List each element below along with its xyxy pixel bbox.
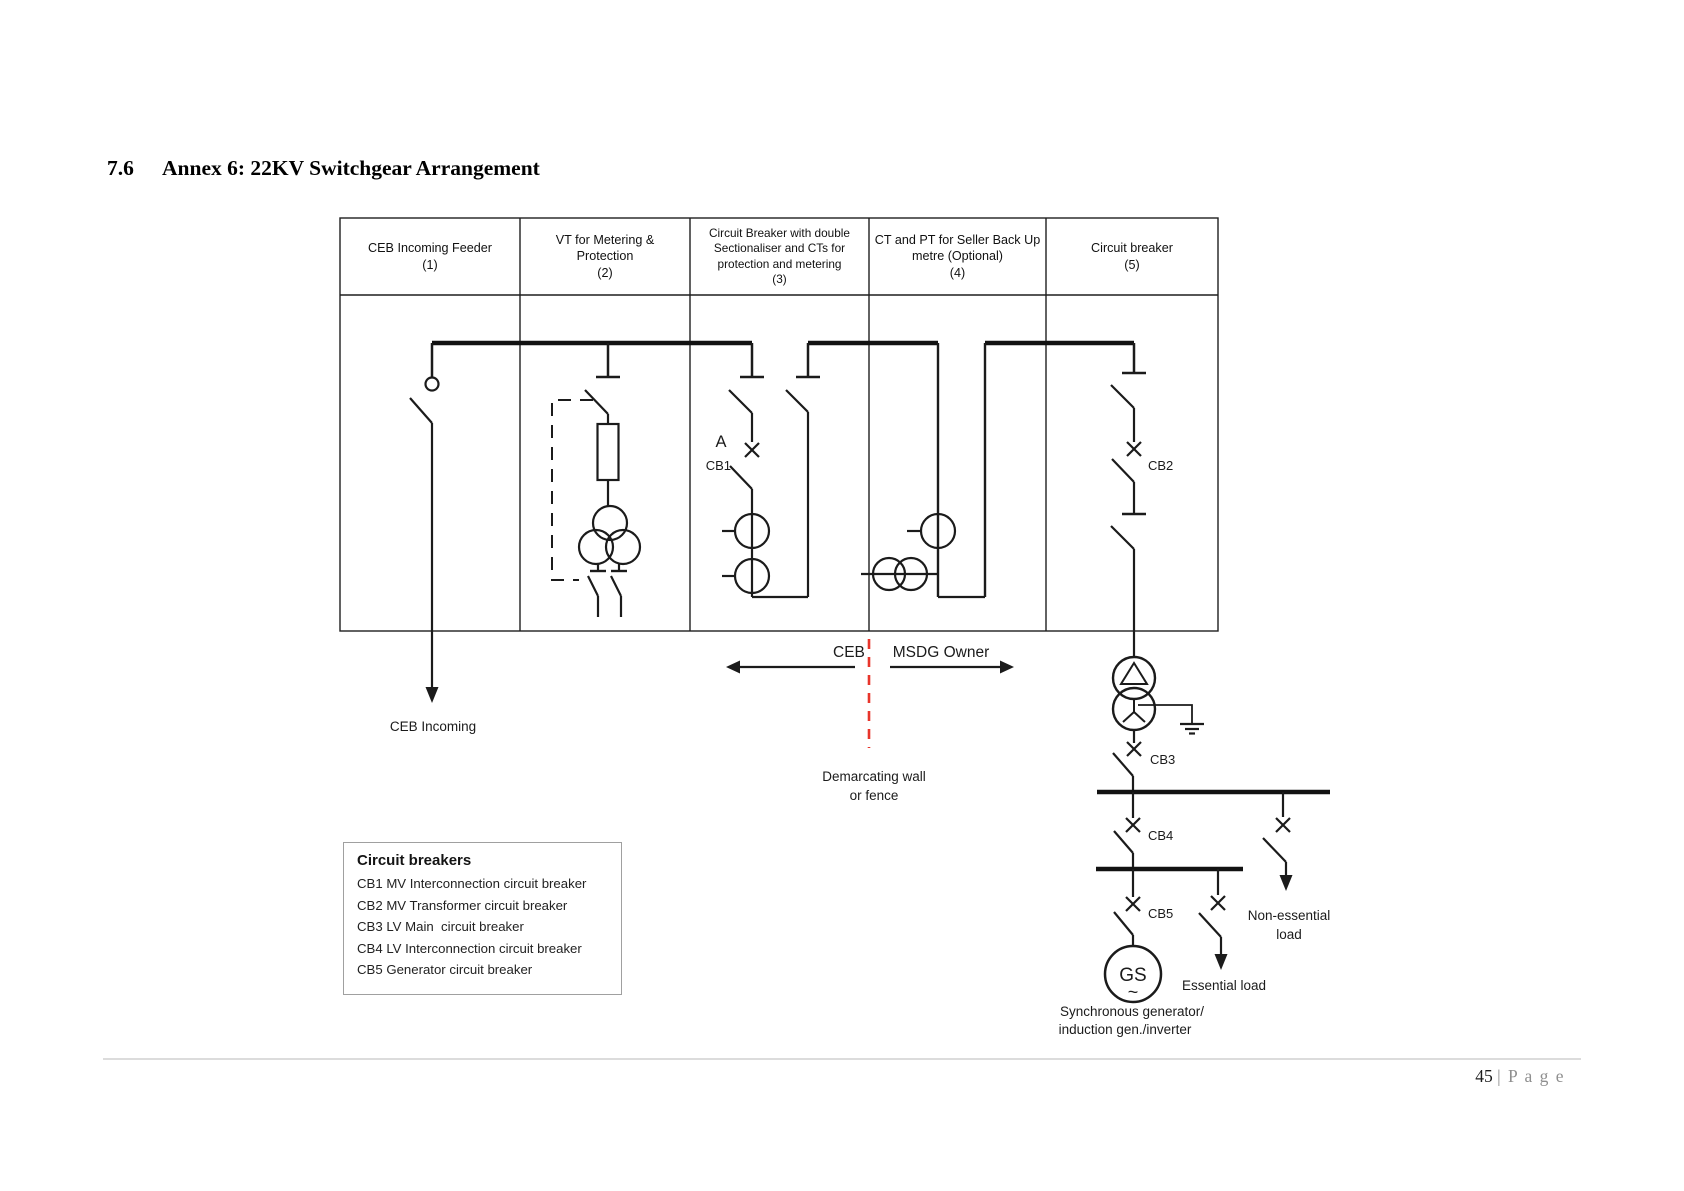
feeder-cb1 [722, 343, 820, 599]
disconnect-switch [729, 465, 753, 490]
section-title-text: Annex 6: 22KV Switchgear Arrangement [162, 156, 540, 180]
table-header-col3: Circuit Breaker with double Sectionalise… [709, 225, 850, 286]
label-cb1: CB1 [706, 458, 731, 473]
down-arrow [1279, 875, 1293, 891]
non-essential-load-branch [1262, 792, 1293, 891]
table-header-col2: VT for Metering & Protection (2) [555, 232, 655, 280]
cb4-branch [1113, 792, 1141, 867]
label-generator-caption-2: induction gen./inverter [1059, 1022, 1192, 1037]
essential-load-branch [1198, 869, 1228, 970]
legend-item-cb5: CB5 Generator circuit breaker [357, 962, 533, 978]
down-arrow [425, 687, 439, 703]
generator-symbol [1103, 944, 1163, 1004]
label-ceb-incoming: CEB Incoming [390, 719, 476, 734]
wye-winding [1122, 699, 1146, 723]
disconnect-switch [728, 389, 753, 414]
label-generator-caption-1: Synchronous generator/ [1060, 1004, 1204, 1019]
footer-page-word: | P a g e [1497, 1066, 1565, 1086]
legend-item-cb4: CB4 LV Interconnection circuit breaker [357, 940, 582, 956]
disconnect-switch [1110, 525, 1135, 550]
disconnect-switch [1113, 830, 1134, 854]
legend-item-cb1: CB1 MV Interconnection circuit breaker [357, 876, 587, 891]
fuse-symbol [596, 422, 620, 482]
label-essential-load: Essential load [1182, 978, 1266, 993]
label-demarcation-1: Demarcating wall [822, 769, 926, 784]
disconnect-switch [1112, 752, 1134, 777]
label-gs: GS [1119, 965, 1146, 986]
enclosure-dashed [551, 399, 593, 581]
breaker-x-cb1 [744, 442, 760, 458]
footer-page-number: 45 [1475, 1066, 1493, 1086]
breaker-x-cb5 [1125, 896, 1141, 912]
legend-item-cb3: CB3 LV Main circuit breaker [357, 919, 524, 935]
label-demarcation-2: or fence [850, 788, 899, 803]
label-ceb-side: CEB [833, 644, 865, 661]
label-msdg-side: MSDG Owner [893, 644, 989, 661]
cb3-branch [1112, 730, 1142, 790]
transformer-symbol [1111, 655, 1157, 732]
disconnect-switch [1113, 911, 1134, 936]
contact-circle [424, 376, 440, 392]
footer-divider [103, 1058, 1581, 1060]
disconnect-switch [785, 389, 809, 413]
table-header-col1: CEB Incoming Feeder (1) [368, 240, 492, 272]
label-cb2: CB2 [1148, 458, 1173, 473]
ownership-arrows [726, 660, 1014, 674]
table-header-col4: CT and PT for Seller Back Up metre (Opti… [874, 232, 1041, 280]
disconnect-switch [587, 575, 599, 597]
disconnect-switch [1198, 912, 1222, 938]
vt-symbol [577, 504, 642, 566]
legend-item-cb2: CB2 MV Transformer circuit breaker [357, 897, 568, 913]
disconnect-switch [610, 575, 622, 597]
disconnect-switch [1110, 384, 1135, 409]
label-cb3: CB3 [1150, 752, 1175, 767]
disconnect-switch [409, 397, 433, 424]
disconnect-switch [1262, 837, 1287, 863]
feeder-vt-metering [551, 343, 642, 617]
table-header-col5: Circuit breaker (5) [1091, 240, 1173, 272]
label-gs-wave: ~ [1128, 982, 1139, 1002]
feeder-ct-pt [861, 343, 987, 599]
label-non-essential-2: load [1276, 927, 1302, 942]
cb5-generator-branch [1103, 869, 1163, 1004]
disconnect-switch [584, 389, 609, 415]
right-arrowhead [1000, 660, 1014, 674]
breaker-x-cb4 [1125, 817, 1141, 833]
disconnect-switch [1111, 458, 1135, 483]
circuit-breakers-legend: Circuit breakers CB1 MV Interconnection … [343, 842, 622, 995]
label-cb4: CB4 [1148, 828, 1173, 843]
breaker-x-cb3 [1126, 741, 1142, 757]
legend-title: Circuit breakers [357, 852, 472, 869]
left-arrowhead [726, 660, 740, 674]
label-cb5: CB5 [1148, 906, 1173, 921]
page-footer: 45 | P a g e [1300, 1066, 1565, 1087]
table-grid [339, 217, 1219, 632]
section-title: 7.6 Annex 6: 22KV Switchgear Arrangement [107, 156, 540, 181]
pt-symbol [871, 556, 929, 592]
label-point-a: A [715, 433, 726, 451]
breaker-x-cb2 [1126, 441, 1142, 457]
ground-symbol [1138, 704, 1204, 735]
feeder-ceb-incoming [409, 343, 440, 703]
breaker-x [1275, 817, 1291, 833]
breaker-x [1210, 895, 1226, 911]
down-arrow [1214, 954, 1228, 970]
label-non-essential-1: Non-essential [1248, 908, 1331, 923]
delta-winding [1119, 661, 1149, 685]
lv-busbars [1096, 789, 1330, 872]
section-number: 7.6 [107, 156, 134, 180]
feeder-cb2 [1110, 343, 1146, 657]
